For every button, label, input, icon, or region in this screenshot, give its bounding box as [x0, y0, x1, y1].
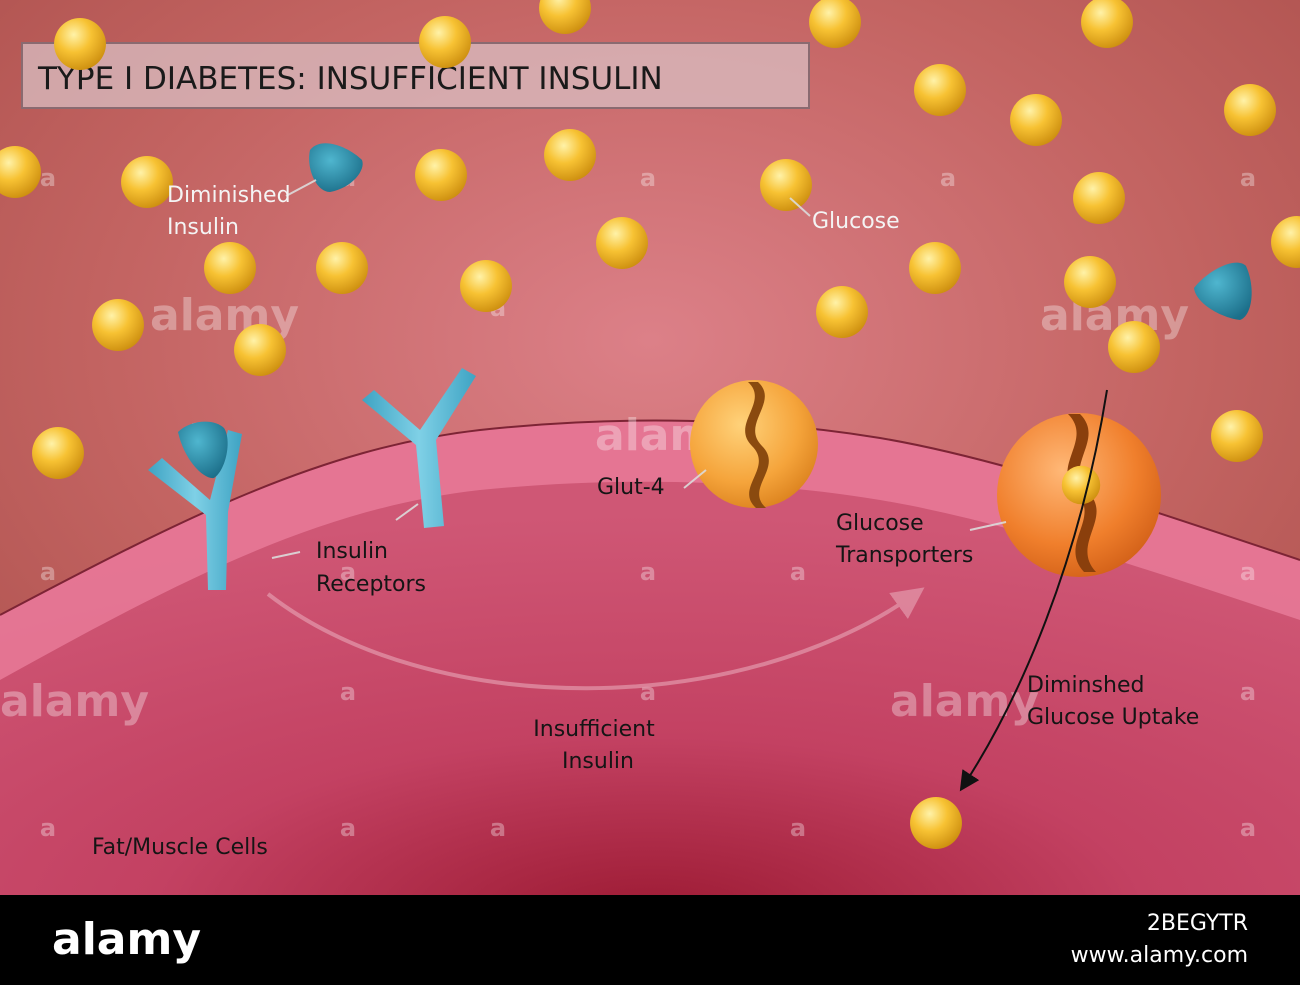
label-diminished-uptake-1: Diminshed: [1027, 673, 1144, 698]
glucose-molecule-icon: [914, 64, 966, 116]
glucose-molecule-icon: [816, 286, 868, 338]
glucose-molecule-icon: [596, 217, 648, 269]
watermark-letter: a: [640, 164, 656, 192]
label-diminished-insulin-2: Insulin: [167, 215, 239, 240]
label-glucose-transporters-1: Glucose: [836, 511, 924, 536]
watermark-letter: a: [790, 558, 806, 586]
insulin-receptor-icon: [362, 368, 476, 528]
glucose-molecule-icon: [1073, 172, 1125, 224]
glucose-molecule-icon: [460, 260, 512, 312]
insulin-bound-icon: [178, 421, 228, 479]
watermark-letter: a: [340, 678, 356, 706]
label-diminished-uptake-2: Glucose Uptake: [1027, 705, 1199, 730]
watermark-letter: a: [640, 558, 656, 586]
watermark-letter: a: [790, 814, 806, 842]
insulin-receptor-left: [148, 421, 242, 590]
watermark-brand-text: alamy: [0, 676, 149, 727]
label-glucose-transporters-2: Transporters: [835, 543, 973, 568]
title-box: TYPE I DIABETES: INSUFFICIENT INSULIN: [21, 42, 810, 109]
label-cells: Fat/Muscle Cells: [92, 835, 268, 860]
glut4-channel: [745, 382, 769, 508]
label-insufficient-insulin-1: Insufficient: [533, 717, 655, 742]
footer-bar: alamy 2BEGYTR www.alamy.com: [0, 895, 1300, 985]
glucose-molecule-icon: [909, 242, 961, 294]
glut4-vesicle: [690, 380, 818, 508]
glucose-molecule-icon: [316, 242, 368, 294]
title: TYPE I DIABETES: INSUFFICIENT INSULIN: [37, 61, 663, 97]
insulin-receptor-right: [362, 368, 476, 528]
insulin-molecule-1: [309, 143, 363, 192]
glucose-inside-cell-icon: [910, 797, 962, 849]
insulin-molecule-icon: [309, 143, 363, 192]
label-glucose: Glucose: [812, 209, 900, 234]
footer-brand: alamy: [52, 914, 201, 965]
label-insufficient-insulin-2: Insulin: [562, 749, 634, 774]
label-insulin-receptors-2: Receptors: [316, 572, 426, 597]
watermark-letter: a: [940, 164, 956, 192]
glucose-molecule-icon: [121, 156, 173, 208]
glucose-molecule-icon: [760, 159, 812, 211]
footer-site: www.alamy.com: [1071, 943, 1248, 968]
label-insulin-receptors-1: Insulin: [316, 539, 388, 564]
insufficient-insulin-arrow: [266, 587, 925, 691]
glucose-molecule-icon: [32, 427, 84, 479]
leader-lines: [271, 179, 1007, 559]
label-glut4: Glut-4: [597, 475, 665, 500]
glucose-in-transporter-icon: [1061, 465, 1101, 505]
glucose-molecule-icon: [544, 129, 596, 181]
glucose-transporter: [997, 413, 1161, 577]
watermark-letter: a: [1240, 678, 1256, 706]
watermark-letter: a: [340, 814, 356, 842]
insulin-molecule-2: [1194, 262, 1252, 320]
insulin-molecule-icon: [1194, 262, 1252, 320]
watermark-letter: a: [640, 678, 656, 706]
glucose-molecule-icon: [204, 242, 256, 294]
glucose-molecule-icon: [1010, 94, 1062, 146]
glucose-uptake-arrow: [959, 389, 1108, 792]
watermark-letter: a: [40, 814, 56, 842]
watermark-letter: a: [40, 558, 56, 586]
glucose-molecule-icon: [234, 324, 286, 376]
watermark-brand-text: alamy: [890, 676, 1039, 727]
glucose-molecule-icon: [1108, 321, 1160, 373]
footer-image-id: 2BEGYTR: [1147, 911, 1248, 936]
watermark-letter: a: [1240, 558, 1256, 586]
glucose-molecule-icon: [1224, 84, 1276, 136]
glucose-molecule-icon: [1211, 410, 1263, 462]
watermark-letter: a: [1240, 814, 1256, 842]
label-diminished-insulin-1: Diminished: [167, 183, 291, 208]
watermark-letter: a: [1240, 164, 1256, 192]
cell-membrane-band: [0, 420, 1300, 680]
glucose-molecule-icon: [419, 16, 471, 68]
glucose-molecule-icon: [1064, 256, 1116, 308]
glucose-molecule-icon: [415, 149, 467, 201]
glucose-molecule-icon: [92, 299, 144, 351]
watermark-letter: a: [40, 164, 56, 192]
glucose-molecule-icon: [54, 18, 106, 70]
watermark-letter: a: [490, 814, 506, 842]
watermark-letter: a: [340, 558, 356, 586]
